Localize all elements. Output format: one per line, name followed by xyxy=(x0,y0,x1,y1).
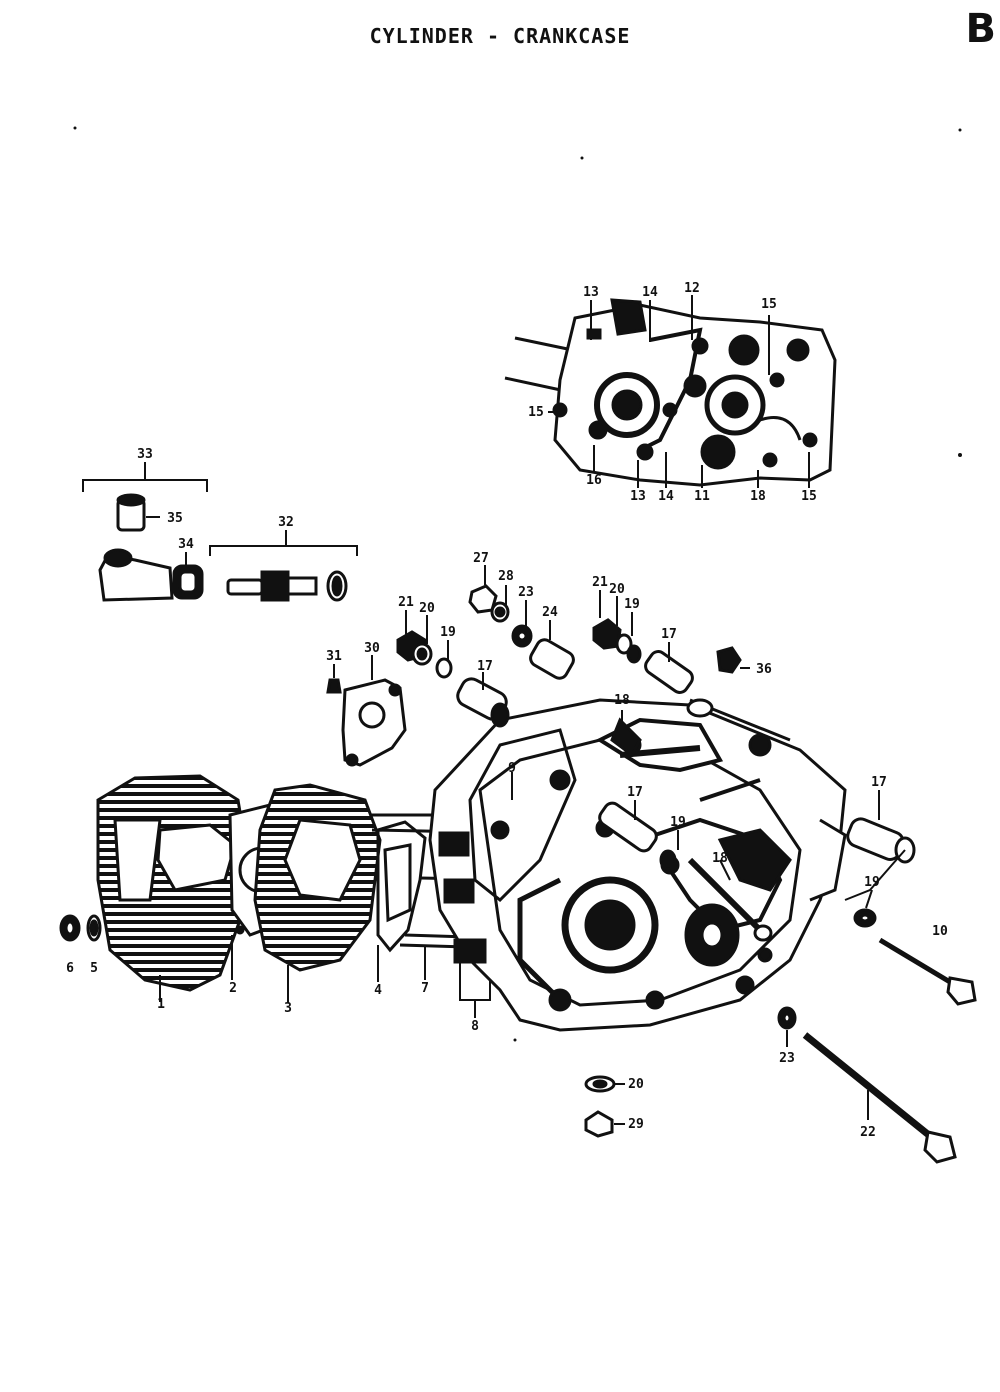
callout-35: 35 xyxy=(167,511,183,526)
callout-labels: 1 2 3 4 5 6 7 8 9 10 11 12 13 13 14 14 1… xyxy=(66,281,948,1140)
callout-2: 2 xyxy=(229,981,237,996)
callout-34: 34 xyxy=(178,537,194,552)
callout-21: 21 xyxy=(398,595,414,610)
cylinder-base-gasket xyxy=(376,820,427,982)
callout-19: 19 xyxy=(864,875,880,890)
callout-17: 17 xyxy=(627,785,643,800)
callout-1: 1 xyxy=(157,997,165,1012)
callout-20: 20 xyxy=(609,582,625,597)
crankcase-small-parts xyxy=(396,584,773,1138)
callout-15: 15 xyxy=(528,405,544,420)
callout-19: 19 xyxy=(670,815,686,830)
callout-17: 17 xyxy=(661,627,677,642)
callout-33: 33 xyxy=(137,447,153,462)
callout-20: 20 xyxy=(628,1077,644,1092)
cylinder-block xyxy=(253,783,382,1003)
callout-36: 36 xyxy=(756,662,772,677)
callout-3: 3 xyxy=(284,1001,292,1016)
diagram-title: CYLINDER - CRANKCASE xyxy=(369,24,631,48)
callout-17: 17 xyxy=(871,775,887,790)
callout-15: 15 xyxy=(761,297,777,312)
callout-19: 19 xyxy=(440,625,456,640)
callout-11: 11 xyxy=(694,489,710,504)
cylinder-nut-and-washer xyxy=(59,914,102,942)
callout-31: 31 xyxy=(326,649,342,664)
callout-27: 27 xyxy=(473,551,489,566)
scan-specks xyxy=(73,126,962,1042)
callout-13: 13 xyxy=(630,489,646,504)
callout-17: 17 xyxy=(477,659,493,674)
crankcase-assembly xyxy=(428,698,847,1032)
crankcase-bracket xyxy=(326,655,407,767)
leader-lines xyxy=(405,295,880,909)
callout-15: 15 xyxy=(801,489,817,504)
callout-9: 9 xyxy=(508,761,516,776)
callout-7: 7 xyxy=(421,981,429,996)
callout-21: 21 xyxy=(592,575,608,590)
callout-29: 29 xyxy=(628,1117,644,1132)
callout-16: 16 xyxy=(586,473,602,488)
callout-18: 18 xyxy=(712,851,728,866)
callout-18: 18 xyxy=(614,693,630,708)
crankcase-half-inset xyxy=(504,298,837,487)
spark-plug xyxy=(209,530,358,602)
callout-24: 24 xyxy=(542,605,558,620)
section-letter: B xyxy=(965,6,997,52)
crankcase-bolts xyxy=(777,817,977,1164)
callout-30: 30 xyxy=(364,641,380,656)
callout-19: 19 xyxy=(624,597,640,612)
callout-14: 14 xyxy=(642,285,658,300)
callout-14: 14 xyxy=(658,489,674,504)
callout-23: 23 xyxy=(518,585,534,600)
callout-10: 10 xyxy=(932,924,948,939)
callout-13: 13 xyxy=(583,285,599,300)
callout-22: 22 xyxy=(860,1125,876,1140)
callout-8: 8 xyxy=(471,1019,479,1034)
spark-plug-cap-group xyxy=(82,462,208,602)
callout-4: 4 xyxy=(374,983,382,998)
callout-28: 28 xyxy=(498,569,514,584)
callout-20: 20 xyxy=(419,601,435,616)
cylinder-head xyxy=(96,774,250,1002)
callout-23: 23 xyxy=(779,1051,795,1066)
callout-12: 12 xyxy=(684,281,700,296)
callout-18: 18 xyxy=(750,489,766,504)
callout-32: 32 xyxy=(278,515,294,530)
callout-6: 6 xyxy=(66,961,74,976)
callout-5: 5 xyxy=(90,961,98,976)
